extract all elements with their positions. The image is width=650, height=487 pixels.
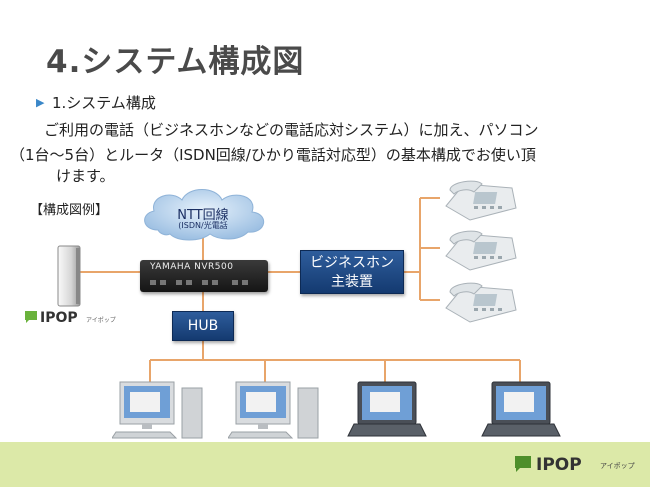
biz-label-line-2: 主装置: [331, 274, 373, 290]
phone-icon: [445, 180, 517, 221]
slide-title: 4.システム構成図: [46, 44, 305, 80]
section-heading: 1.システム構成: [52, 94, 156, 112]
body-text-line-1: ご利用の電話（ビジネスホンなどの電話応対システム）に加え、パソコン: [44, 121, 539, 139]
footer-band: [0, 442, 650, 487]
hub-device: HUB: [172, 311, 234, 341]
diagram-legend: 【構成図例】: [30, 203, 109, 218]
body-text-line-2: （1台～5台）とルータ（ISDN回線/ひかり電話対応型）の基本構成でお使い頂: [10, 146, 536, 164]
biz-label-line-1: ビジネスホン: [310, 255, 394, 271]
ipop-logo-kana: アイポップ: [86, 317, 116, 324]
footer-logo-text: IPOP: [536, 455, 582, 475]
business-phone-main-unit: ビジネスホン 主装置: [300, 250, 404, 294]
server-icon: [57, 245, 81, 307]
ipop-logo-text: IPOP: [40, 310, 78, 326]
cloud-icon: [144, 189, 264, 241]
desktop-pc-icon: [228, 381, 319, 439]
speech-bubble-icon: [515, 456, 531, 472]
router-ports: [150, 280, 248, 285]
router-device: [140, 260, 268, 292]
desktop-pc-icon: [112, 381, 203, 439]
cloud-sublabel: (ISDN/光電話: [178, 221, 228, 230]
body-text-line-3: けます。: [56, 167, 115, 185]
laptop-icon: [347, 381, 427, 437]
router-label: YAMAHA NVR500: [150, 262, 234, 272]
bullet-arrow-icon: ▶: [36, 96, 45, 109]
cloud-label: NTT回線: [177, 208, 229, 223]
laptop-icon: [481, 381, 561, 437]
phone-icon: [445, 230, 517, 271]
phone-icon: [445, 282, 517, 323]
footer-logo-kana: アイポップ: [600, 462, 635, 470]
speech-bubble-icon: [25, 311, 37, 323]
